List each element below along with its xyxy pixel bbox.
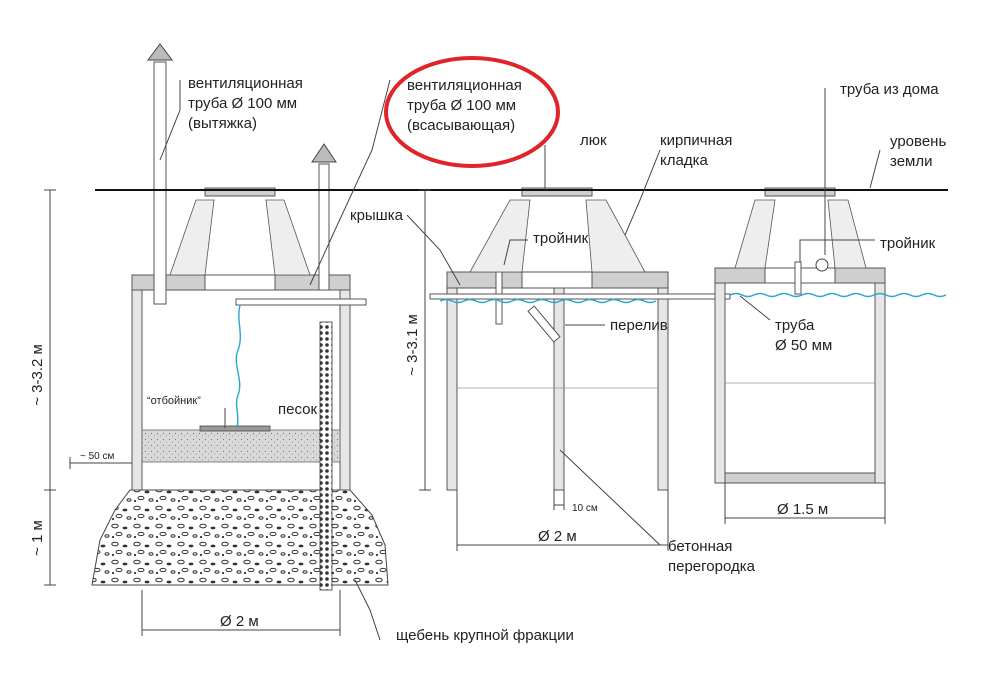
text-labels: вентиляционная труба Ø 100 мм (вытяжка) … — [29, 75, 946, 644]
label-hatch: люк — [580, 132, 607, 149]
label-dia-mid: Ø 2 м — [538, 528, 577, 545]
brick-cone-right — [734, 187, 867, 269]
brick-cone-middle — [469, 187, 646, 273]
label-tee-2: тройник — [880, 235, 936, 252]
label-bumper: “отбойник” — [147, 395, 201, 407]
label-gravel: щебень крупной фракции — [396, 627, 574, 644]
left-well — [131, 187, 367, 591]
leader-lines — [159, 79, 881, 641]
bumper-plate — [199, 425, 271, 432]
label-brickwork-1: кирпичная — [660, 132, 732, 149]
label-pipe-from-house: труба из дома — [840, 81, 939, 98]
label-dim-50cm: ~ 50 см — [80, 451, 115, 462]
brick-cone-left — [169, 187, 311, 276]
label-brickwork-2: кладка — [660, 152, 708, 169]
label-dia-left: Ø 2 м — [220, 613, 259, 630]
label-vent-exhaust-2: труба Ø 100 мм — [188, 95, 297, 112]
vent-pipe-intake — [311, 143, 337, 291]
water-stream — [235, 304, 241, 429]
label-dia-right: Ø 1.5 м — [777, 501, 828, 518]
label-lid: крышка — [350, 207, 404, 224]
label-tee-1: тройник — [533, 230, 589, 247]
label-vent-exhaust-1: вентиляционная — [188, 75, 303, 92]
label-overflow: перелив — [610, 317, 668, 334]
label-pipe50-2: Ø 50 мм — [775, 337, 832, 354]
label-partition-1: бетонная — [668, 538, 732, 555]
label-ground-1: уровень — [890, 133, 946, 150]
label-sand: песок — [278, 401, 317, 418]
pipe-from-house-end — [815, 258, 829, 272]
label-vent-intake-3: (всасывающая) — [407, 117, 515, 134]
label-pipe50-1: труба — [775, 317, 815, 334]
dimensions — [44, 189, 886, 636]
label-depth-left: ~ 3-3.2 м — [29, 344, 46, 406]
label-vent-intake-2: труба Ø 100 мм — [407, 97, 516, 114]
label-partition-2: перегородка — [668, 558, 756, 575]
label-depth-mid: ~ 3-3.1 м — [404, 314, 421, 376]
label-dim-10cm: 10 см — [572, 503, 598, 514]
gravel-fill — [91, 489, 389, 586]
highlight-ellipse — [384, 56, 560, 168]
label-ground-2: земли — [890, 153, 933, 170]
vent-pipe-exhaust — [147, 43, 173, 305]
label-vent-exhaust-3: (вытяжка) — [188, 115, 257, 132]
right-well — [714, 187, 947, 484]
middle-well — [429, 187, 731, 491]
label-1m: ~ 1 м — [29, 520, 46, 556]
sand-layer — [141, 429, 341, 463]
perforated-pipe — [319, 321, 333, 591]
label-vent-intake-1: вентиляционная — [407, 77, 522, 94]
